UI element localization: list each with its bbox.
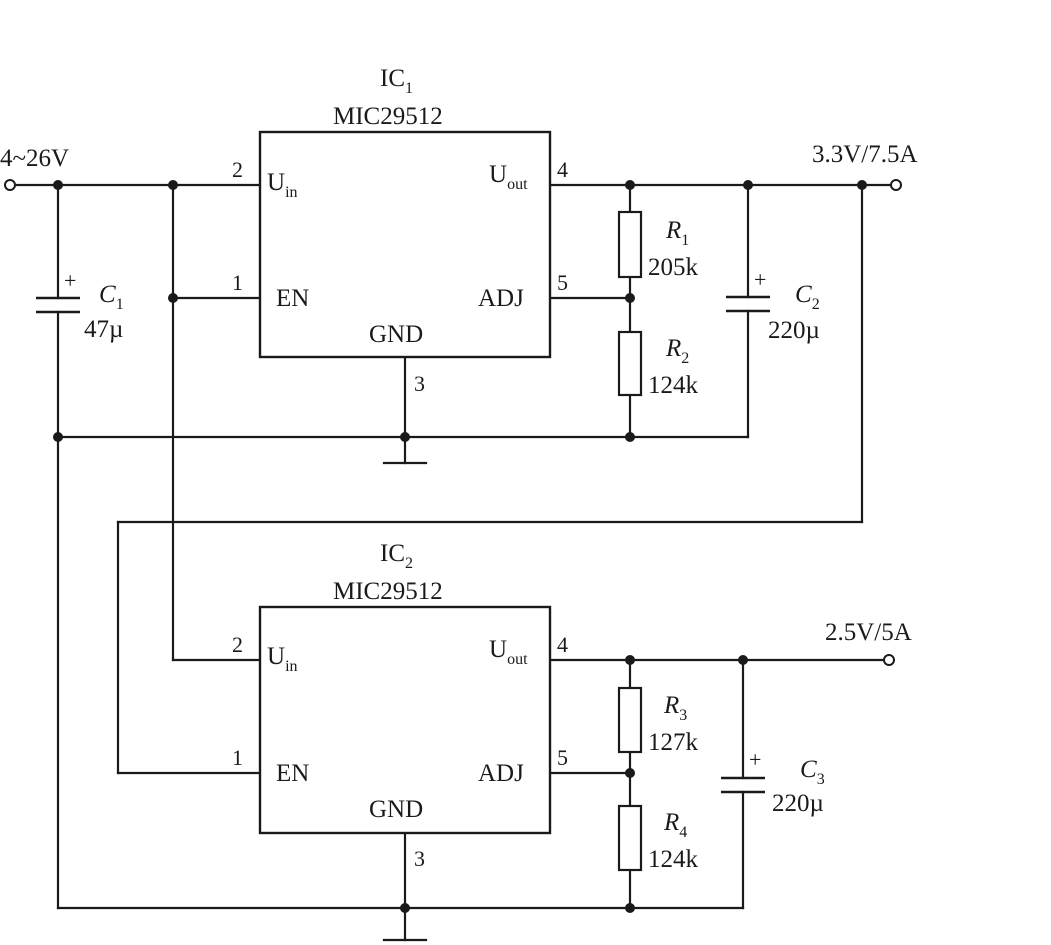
ic2-pin-uout-number: 4	[557, 632, 568, 657]
input-terminal	[4, 179, 16, 191]
c1-value: 47µ	[84, 316, 123, 343]
ic1-pin-en-number: 1	[232, 270, 243, 295]
c2-value: 220µ	[768, 317, 820, 344]
ic1-pin-uout-label: Uout	[489, 161, 528, 193]
output1-terminal	[890, 179, 902, 191]
r2-value: 124k	[648, 372, 699, 399]
output1-label: 3.3V/7.5A	[812, 141, 918, 168]
ic2-pin-uout-label: Uout	[489, 636, 528, 668]
ic2-pin-en-number: 1	[232, 745, 243, 770]
ic2-pin-adj-label: ADJ	[478, 760, 524, 787]
r3-designator: R3	[663, 692, 687, 724]
ic2-designator: IC2	[380, 540, 413, 572]
r3-value: 127k	[648, 729, 699, 756]
r4-value: 124k	[648, 846, 699, 873]
ic2-pin-adj-number: 5	[557, 745, 568, 770]
ic1-body	[258, 130, 552, 359]
ic1-designator: IC1	[380, 65, 413, 97]
capacitor-c3	[721, 776, 765, 794]
r1-designator: R1	[665, 217, 689, 249]
ic2-part-number: MIC29512	[333, 578, 443, 605]
ic2-pin-gnd-label: GND	[369, 796, 423, 823]
r4-designator: R4	[663, 809, 687, 841]
ic1-pin-gnd-number: 3	[414, 371, 425, 396]
ic2-pin-uin-number: 2	[232, 632, 243, 657]
junction-dots	[53, 180, 867, 913]
ic1-pin-gnd-label: GND	[369, 321, 423, 348]
ic1-pin-uout-number: 4	[557, 157, 568, 182]
c1-polarity-mark: +	[64, 268, 76, 293]
resistor-r2	[617, 330, 643, 397]
output2-label: 2.5V/5A	[825, 619, 912, 646]
c3-designator: C3	[800, 756, 825, 788]
capacitor-c1	[36, 296, 80, 314]
ic2-pin-uin-label: Uin	[267, 643, 298, 675]
c2-designator: C2	[795, 281, 820, 313]
c3-value: 220µ	[772, 790, 824, 817]
resistor-r3	[617, 686, 643, 754]
ic1-part-number: MIC29512	[333, 103, 443, 130]
capacitor-c2	[726, 295, 770, 313]
resistor-r1	[617, 210, 643, 279]
r1-value: 205k	[648, 254, 699, 281]
c1-designator: C1	[99, 281, 124, 313]
resistor-r4	[617, 804, 643, 872]
ic1-pin-adj-number: 5	[557, 270, 568, 295]
output2-terminal	[883, 654, 895, 666]
ic1-pin-uin-label: Uin	[267, 169, 298, 201]
ic2-pin-en-label: EN	[276, 760, 309, 787]
c3-polarity-mark: +	[749, 747, 761, 772]
ic1-pin-uin-number: 2	[232, 157, 243, 182]
c2-polarity-mark: +	[754, 267, 766, 292]
ic2-body	[258, 605, 552, 835]
input-voltage-label: 4~26V	[0, 145, 69, 172]
ic2-pin-gnd-number: 3	[414, 846, 425, 871]
r2-designator: R2	[665, 335, 689, 367]
ic1-pin-adj-label: ADJ	[478, 285, 524, 312]
ic1-pin-en-label: EN	[276, 285, 309, 312]
